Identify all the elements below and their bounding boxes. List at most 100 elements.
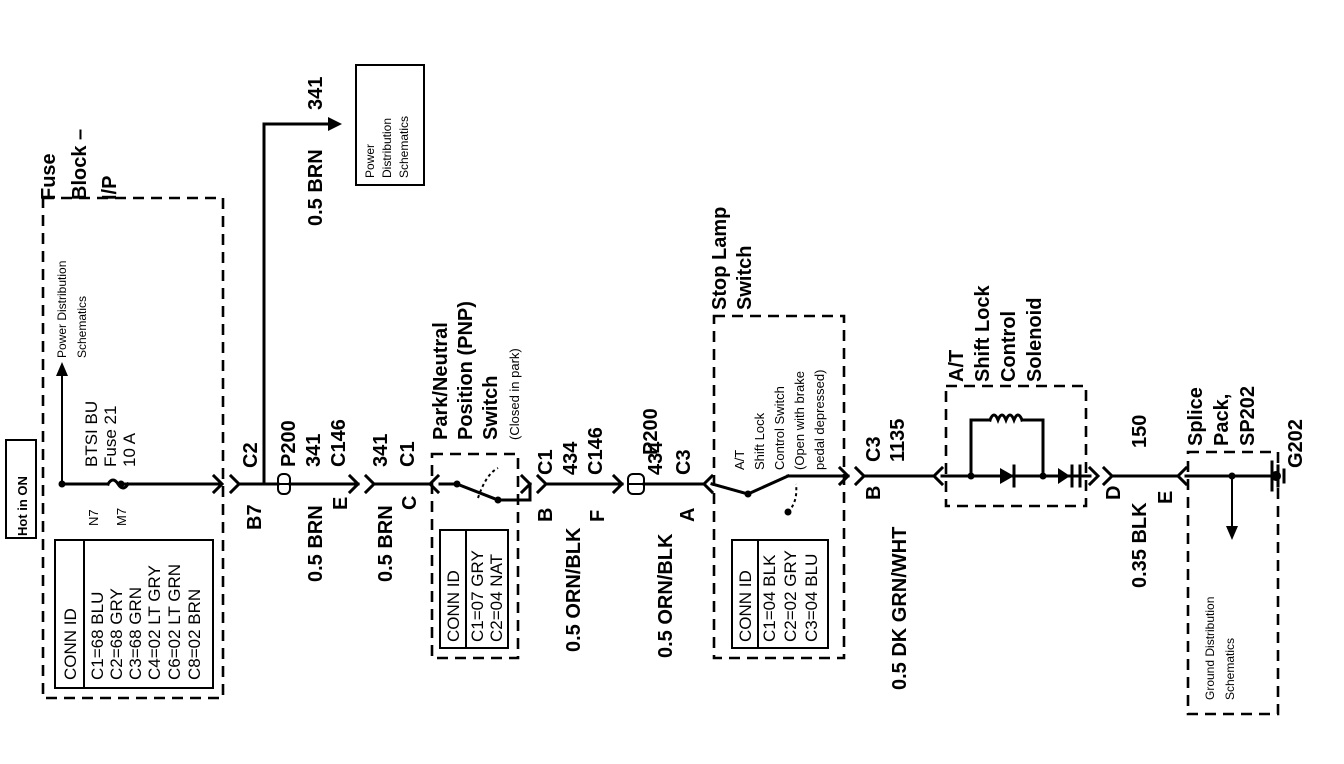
conn-row: C1=04 BLK <box>760 554 779 642</box>
pnp-outline <box>430 452 520 660</box>
pnp-note: (Closed in park) <box>507 348 522 440</box>
stop-lamp-sub-3: Control Switch <box>772 386 787 470</box>
stop-lamp-switch: Stop Lamp Switch A/T Shift Lock Control … <box>709 207 846 660</box>
conn-row: C4=02 LT GRY <box>145 565 164 680</box>
solenoid-title-3: Control <box>998 311 1020 382</box>
splice-title-3: SP202 <box>1237 386 1259 446</box>
connector-chevron-icon <box>837 465 851 487</box>
segment-wire: 0.5 BRN <box>305 505 327 582</box>
arrow-right-icon <box>328 117 342 131</box>
conn-row: C2=02 GRY <box>781 550 800 642</box>
connector-chevron-icon <box>347 473 361 495</box>
splice-pack: Splice Pack, SP202 Ground Distribution S… <box>1184 386 1280 716</box>
connector-chevron-icon <box>211 473 225 495</box>
segment-connector: C146 <box>585 427 607 475</box>
pin-b7-label: B7 <box>244 504 266 530</box>
fuse-block-title-3: I/P <box>99 176 121 200</box>
p200-label: P200 <box>278 420 300 467</box>
shift-lock-solenoid: A/T Shift Lock Control Solenoid <box>940 284 1092 508</box>
diode-icon <box>1058 468 1070 484</box>
stop-lamp-outline <box>712 314 846 660</box>
segment-pin-in: B <box>535 508 557 522</box>
segment-circuit: 341 <box>370 434 392 467</box>
conn-table-header: CONN ID <box>61 608 80 680</box>
segment-connector: C3 <box>673 449 695 475</box>
segment-circuit: 1135 <box>887 419 909 462</box>
arrow-down-icon <box>1226 526 1238 540</box>
pnp-conn-table: CONN ID C1=07 GRY C2=04 NAT <box>439 529 509 649</box>
pnp-title-3: Switch <box>480 376 502 440</box>
stop-lamp-title-1: Stop Lamp <box>709 207 731 310</box>
solenoid-outline <box>944 384 1088 508</box>
p200-inline-connector <box>627 473 645 495</box>
segment-pin: C <box>399 496 421 510</box>
segment-circuit: 150 <box>1129 415 1151 448</box>
connector-chevron-icon <box>701 473 715 495</box>
segment-pin-in: B <box>863 486 885 500</box>
conn-row: C6=02 LT GRN <box>165 564 184 680</box>
segment-connector-in: C1 <box>535 449 557 475</box>
coil-icon <box>988 413 1024 425</box>
pin-m7-dot <box>117 480 125 488</box>
connector-chevron-icon <box>427 473 441 495</box>
arrow-up-icon <box>56 362 68 376</box>
connector-chevron-icon <box>931 465 945 487</box>
hot-in-on-label: Hot in ON <box>5 439 37 539</box>
pnp-switch: Park/Neutral Position (PNP) Switch (Clos… <box>430 301 522 660</box>
fuse-block-title-1: Fuse <box>38 153 60 200</box>
segment-pin: E <box>1155 491 1177 504</box>
power-branch-wire <box>262 122 332 486</box>
segment-connector: C146 <box>328 419 350 467</box>
pnp-title-1: Park/Neutral <box>430 322 452 440</box>
fuse-ref-text-2: Schematics <box>75 296 89 358</box>
stop-lamp-sub-1: A/T <box>732 450 747 470</box>
segment-circuit: 434 <box>645 441 667 475</box>
fuse-block-title-2: Block – <box>69 129 91 200</box>
segment-circuit: 341 <box>303 434 325 467</box>
power-circuit-label: 341 <box>305 77 327 110</box>
splice-ref-text-2: Schematics <box>1223 638 1237 700</box>
solenoid-title-4: Solenoid <box>1024 298 1046 382</box>
segment-wire: 0.5 ORN/BLK <box>655 533 677 658</box>
power-distribution-box: Power Distribution Schematics <box>355 64 425 186</box>
fuse-block-outline <box>41 196 225 700</box>
stop-lamp-conn-table: CONN ID C1=04 BLK C2=02 GRY C3=04 BLU <box>731 539 829 649</box>
switch-blade-icon <box>746 474 790 496</box>
ground-label: G202 <box>1285 419 1307 468</box>
switch-blade-icon <box>455 482 500 502</box>
conn-row: C2=04 NAT <box>487 554 506 642</box>
conn-row: C3=04 BLU <box>802 554 821 642</box>
connector-chevron-icon <box>1175 465 1189 487</box>
splice-title-1: Splice <box>1185 387 1207 446</box>
conn-table-header: CONN ID <box>444 570 463 642</box>
diode-icon <box>1000 468 1014 484</box>
segment-wire: 0.5 BRN <box>375 505 397 582</box>
hot-label-text: Hot in ON <box>15 476 30 536</box>
power-box-text-2: Distribution <box>380 118 394 178</box>
p200-label: P200 <box>640 408 662 455</box>
solenoid-title-2: Shift Lock <box>972 284 994 382</box>
conn-row: C2=68 GRY <box>107 588 126 680</box>
segment-connector-in: C3 <box>863 436 885 462</box>
power-box-text-3: Schematics <box>397 116 411 178</box>
segment-pin-in: D <box>1103 486 1125 500</box>
splice-outline <box>1186 450 1280 716</box>
splice-ref-text-1: Ground Distribution <box>1203 597 1217 700</box>
fuse-number: Fuse 21 <box>101 406 120 467</box>
segment-wire: 0.5 DK GRN/WHT <box>889 527 911 690</box>
conn-row: C1=07 GRY <box>468 550 487 642</box>
connector-c2-label: C2 <box>240 442 262 468</box>
p200-inline-connector <box>277 473 291 495</box>
segment-pin: A <box>677 508 699 522</box>
connector-chevron-icon <box>1087 465 1101 487</box>
segment-pin: F <box>587 510 609 522</box>
pin-m7-label: M7 <box>114 508 129 526</box>
conn-row: C1=68 BLU <box>88 592 107 680</box>
conn-table-header: CONN ID <box>736 570 755 642</box>
segment-wire: 0.35 BLK <box>1129 502 1151 588</box>
stop-lamp-sub-4: (Open with brake <box>792 371 807 470</box>
conn-row: C8=02 BRN <box>185 589 204 680</box>
stop-lamp-title-2: Switch <box>734 246 756 310</box>
solenoid-title-1: A/T <box>946 350 968 382</box>
splice-title-2: Pack, <box>1211 394 1233 446</box>
